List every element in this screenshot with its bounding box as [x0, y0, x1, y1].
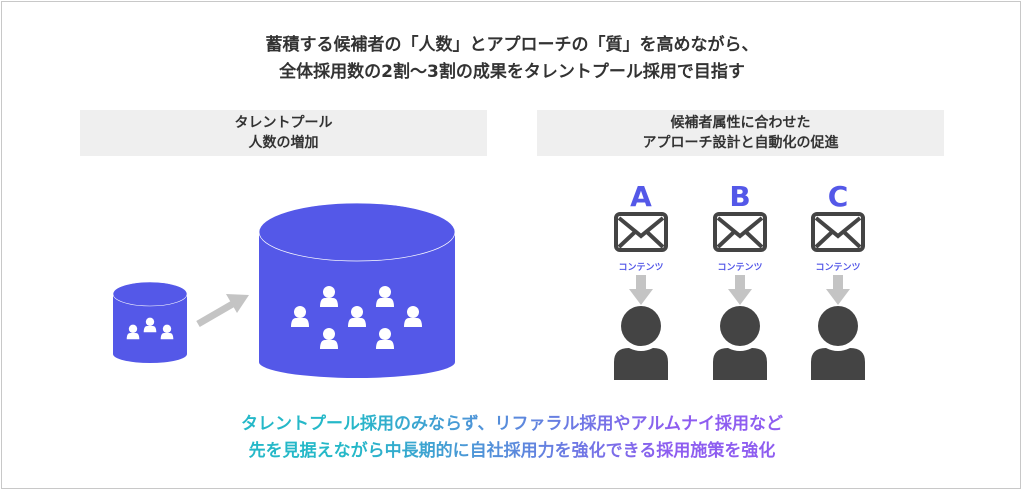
segment-c-letter: C — [827, 180, 849, 213]
segment-b-graphic — [713, 212, 767, 380]
left-header-line-2: 人数の増加 — [248, 135, 319, 151]
segment-c-graphic — [811, 212, 865, 380]
segment-c-content-label: コンテンツ — [815, 263, 861, 273]
right-header: 候補者属性に合わせた アプローチ設計と自動化の促進 — [537, 110, 944, 156]
small-talent-pool-cylinder — [112, 281, 188, 363]
large-talent-pool-cylinder — [258, 202, 456, 378]
left-header-line-1: タレントプール — [234, 115, 333, 131]
segment-b-letter: B — [729, 180, 751, 213]
left-header: タレントプール 人数の増加 — [80, 110, 487, 156]
title-line-2: 全体採用数の2割〜3割の成果をタレントプール採用で目指す — [279, 62, 745, 82]
segment-a-letter: A — [630, 180, 652, 213]
right-header-line-2: アプローチ設計と自動化の促進 — [642, 135, 839, 151]
bottom-line-2: 先を見据えながら中長期的に自社採用力を強化できる採用施策を強化 — [248, 441, 776, 461]
segment-a-graphic — [614, 212, 668, 380]
bottom-line-1: タレントプール採用のみならず、リファラル採用やアルムナイ採用など — [241, 414, 783, 434]
right-header-line-1: 候補者属性に合わせた — [670, 115, 811, 131]
segment-a-content-label: コンテンツ — [618, 263, 664, 273]
title-line-1: 蓄積する候補者の「人数」とアプローチの「質」を高めながら、 — [265, 35, 759, 55]
segment-b-content-label: コンテンツ — [717, 263, 763, 273]
growth-arrow — [196, 294, 249, 328]
